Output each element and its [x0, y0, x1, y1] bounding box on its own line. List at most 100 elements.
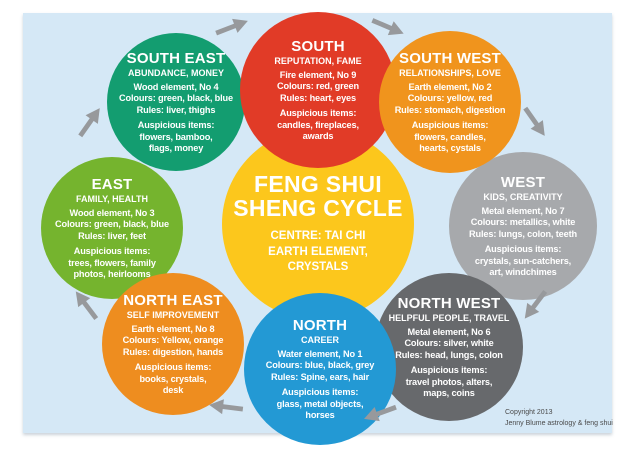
arrow-east-to-southeast-icon [78, 108, 100, 138]
circle-west: WEST KIDS, CREATIVITY Metal element, No … [449, 152, 597, 300]
circle-details: Metal element, No 6 Colours: silver, whi… [395, 327, 503, 362]
circle-title: NORTH EAST [123, 291, 223, 309]
center-description: CENTRE: TAI CHI EARTH ELEMENT, CRYSTALS [268, 229, 368, 276]
element-line: Fire element, No 9 [279, 69, 357, 80]
arrow-northeast-to-east-icon [75, 291, 99, 321]
arrow-southeast-to-south-icon [215, 18, 248, 36]
circle-title: NORTH WEST [397, 294, 501, 312]
auspicious-header: Auspicious items: [410, 365, 488, 375]
circle-subtitle: ABUNDANCE, MONEY [127, 67, 224, 78]
colours-line: Colours: Yellow, orange [122, 335, 224, 345]
copyright-line: Copyright 2013 [505, 409, 553, 416]
rules-line: Rules: heart, eyes [280, 92, 356, 103]
auspicious-line: trees, flowers, family [68, 257, 156, 268]
auspicious-header: Auspicious items: [134, 362, 212, 372]
colours-line: Colours: green, black, blue [55, 219, 169, 229]
circle-northwest: NORTH WEST HELPFUL PEOPLE, TRAVEL Metal … [375, 273, 523, 421]
auspicious-line: flowers, candles, [414, 131, 486, 142]
circle-auspicious: Auspicious items: flowers, candles, hear… [412, 120, 489, 155]
diagram-title: FENG SHUI SHENG CYCLE [233, 172, 402, 220]
element-line: Wood element, No 3 [69, 207, 155, 218]
rules-line: Rules: liver, feet [78, 230, 146, 241]
circle-auspicious: Auspicious items: travel photos, alters,… [406, 365, 493, 400]
auspicious-line: glass, metal objects, [276, 398, 364, 409]
auspicious-line: art, windchimes [489, 267, 557, 277]
circle-title: SOUTH [291, 37, 345, 55]
circle-subtitle: SELF IMPROVEMENT [126, 309, 220, 320]
auspicious-header: Auspicious items: [411, 120, 489, 130]
auspicious-line: crystals, sun-catchers, [474, 255, 572, 266]
rules-line: Rules: lungs, colon, teeth [469, 228, 577, 239]
circle-auspicious: Auspicious items: glass, metal objects, … [277, 387, 364, 422]
arrow-south-to-southwest-icon [371, 18, 404, 36]
rules-line: Rules: stomach, digestion [394, 104, 506, 115]
circle-subtitle: HELPFUL PEOPLE, TRAVEL [388, 312, 510, 323]
circle-details: Wood element, No 3 Colours: green, black… [55, 208, 169, 243]
circle-details: Earth element, No 8 Colours: Yellow, ora… [123, 324, 224, 359]
auspicious-line: flowers, bamboo, [139, 131, 213, 142]
arrow-north-to-northeast-icon [209, 399, 244, 415]
circle-details: Earth element, No 2 Colours: yellow, red… [395, 82, 506, 117]
element-line: Metal element, No 6 [407, 326, 491, 337]
colours-line: Colours: metallics, white [470, 217, 576, 227]
arrow-southwest-to-west-icon [523, 106, 545, 136]
circle-auspicious: Auspicious items: books, crystals, desk [135, 362, 212, 397]
auspicious-line: books, crystals, [139, 373, 207, 384]
auspicious-line: candles, fireplaces, [277, 119, 359, 130]
center-description-line: CRYSTALS [287, 261, 349, 274]
colours-line: Colours: blue, black, grey [265, 360, 375, 370]
circle-southwest: SOUTH WEST RELATIONSHIPS, LOVE Earth ele… [379, 31, 521, 173]
auspicious-line: desk [162, 385, 184, 395]
circle-title: NORTH [292, 316, 348, 334]
rules-line: Rules: Spine, ears, hair [270, 371, 369, 382]
auspicious-header: Auspicious items: [73, 246, 151, 256]
circle-northeast: NORTH EAST SELF IMPROVEMENT Earth elemen… [102, 273, 244, 415]
colours-line: Colours: yellow, red [407, 93, 493, 103]
circle-center-tai-chi: FENG SHUI SHENG CYCLE CENTRE: TAI CHI EA… [222, 128, 414, 320]
arrow-west-to-northwest-icon [524, 289, 548, 319]
auspicious-line: photos, heirlooms [73, 269, 151, 279]
auspicious-line: flags, money [148, 143, 204, 153]
circle-southeast: SOUTH EAST ABUNDANCE, MONEY Wood element… [107, 33, 245, 171]
auspicious-line: horses [305, 410, 335, 420]
circle-auspicious: Auspicious items: candles, fireplaces, a… [277, 108, 359, 143]
center-description-line: EARTH ELEMENT, [268, 245, 368, 258]
circle-details: Fire element, No 9 Colours: red, green R… [277, 70, 359, 105]
element-line: Earth element, No 2 [408, 81, 492, 92]
center-description-line: CENTRE: TAI CHI [270, 230, 366, 243]
element-line: Metal element, No 7 [481, 205, 565, 216]
circle-subtitle: CAREER [300, 334, 339, 345]
circle-east: EAST FAMILY, HEALTH Wood element, No 3 C… [41, 157, 183, 299]
circle-title: SOUTH WEST [399, 49, 501, 67]
arrow-northwest-to-north-icon [364, 404, 397, 422]
auspicious-header: Auspicious items: [484, 244, 562, 254]
circle-subtitle: KIDS, CREATIVITY [483, 191, 563, 202]
copyright-line: Jenny Blume astrology & feng shui [505, 419, 613, 427]
circle-subtitle: FAMILY, HEALTH [75, 193, 148, 204]
rules-line: Rules: digestion, hands [122, 346, 224, 357]
circle-subtitle: REPUTATION, FAME [274, 55, 362, 66]
auspicious-line: travel photos, alters, [405, 376, 493, 387]
element-line: Wood element, No 4 [133, 81, 219, 92]
circle-title: WEST [500, 173, 546, 191]
rules-line: Rules: liver, thighs [136, 104, 216, 115]
auspicious-line: maps, coins [423, 388, 475, 398]
element-line: Water element, No 1 [277, 348, 363, 359]
colours-line: Colours: red, green [277, 81, 359, 91]
auspicious-line: awards [302, 131, 334, 141]
circle-auspicious: Auspicious items: trees, flowers, family… [68, 246, 156, 281]
circle-title: EAST [91, 175, 133, 193]
auspicious-header: Auspicious items: [137, 120, 215, 130]
circle-details: Water element, No 1 Colours: blue, black… [265, 348, 375, 384]
rules-line: Rules: head, lungs, colon [395, 349, 503, 360]
circle-auspicious: Auspicious items: crystals, sun-catchers… [475, 244, 571, 279]
colours-line: Colours: silver, white [404, 338, 494, 348]
auspicious-header: Auspicious items: [281, 387, 359, 397]
element-line: Earth element, No 8 [131, 323, 215, 334]
copyright-notice: Copyright 2013 Jenny Blume astrology & f… [505, 408, 613, 430]
diagram-title-line: SHENG CYCLE [233, 195, 403, 222]
circle-south: SOUTH REPUTATION, FAME Fire element, No … [240, 12, 396, 168]
circle-title: SOUTH EAST [126, 49, 226, 67]
circle-auspicious: Auspicious items: flowers, bamboo, flags… [138, 120, 215, 155]
